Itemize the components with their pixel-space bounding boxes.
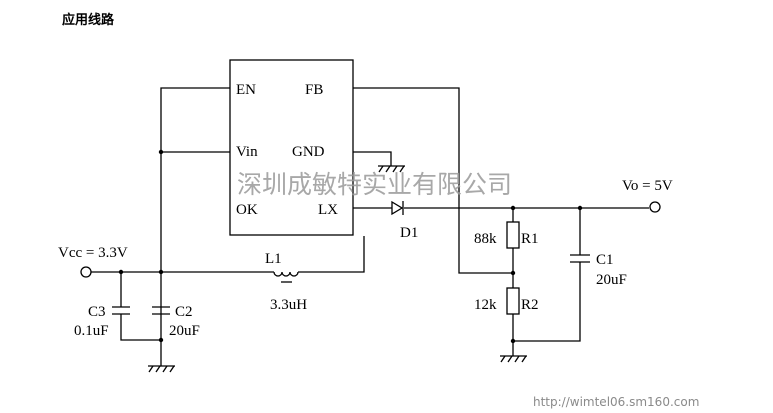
diode-d1-symbol (391, 200, 404, 216)
c2-name: C2 (175, 304, 193, 320)
ic-body (229, 59, 354, 236)
pin-ok: OK (236, 202, 258, 218)
pin-lx: LX (318, 202, 338, 218)
diagram-title: 应用线路 (62, 12, 115, 28)
source-url: http://wimtel06.sm160.com (533, 395, 699, 409)
r1-name: R1 (521, 231, 539, 247)
d1-name: D1 (400, 225, 418, 241)
ground-icon (500, 355, 527, 363)
inductor-l1-symbol (273, 271, 299, 277)
vo-terminal (649, 201, 661, 213)
c1-value: 20uF (596, 272, 627, 288)
r2-value: 12k (474, 297, 497, 313)
l1-name: L1 (265, 251, 282, 267)
capacitor-c3-symbol (112, 306, 130, 315)
r1-value: 88k (474, 231, 497, 247)
vo-label: Vo = 5V (622, 178, 673, 194)
resistor-r2-symbol (506, 287, 520, 315)
pin-en: EN (236, 82, 256, 98)
vcc-terminal (80, 266, 92, 278)
capacitor-c2-symbol (152, 306, 170, 315)
c1-name: C1 (596, 252, 614, 268)
junction-dots (118, 149, 583, 344)
pin-vin: Vin (236, 144, 258, 160)
r2-name: R2 (521, 297, 539, 313)
pin-fb: FB (305, 82, 323, 98)
resistor-r1-symbol (506, 221, 520, 249)
ground-icon (378, 165, 405, 173)
c3-name: C3 (88, 304, 106, 320)
ground-icon (148, 365, 175, 373)
vcc-label: Vcc = 3.3V (58, 245, 128, 261)
c2-value: 20uF (169, 323, 200, 339)
watermark: 深圳成敏特实业有限公司 (237, 170, 512, 199)
c3-value: 0.1uF (74, 323, 109, 339)
capacitor-c1-symbol (570, 254, 590, 263)
l1-value: 3.3uH (270, 297, 307, 313)
pin-gnd: GND (292, 144, 325, 160)
